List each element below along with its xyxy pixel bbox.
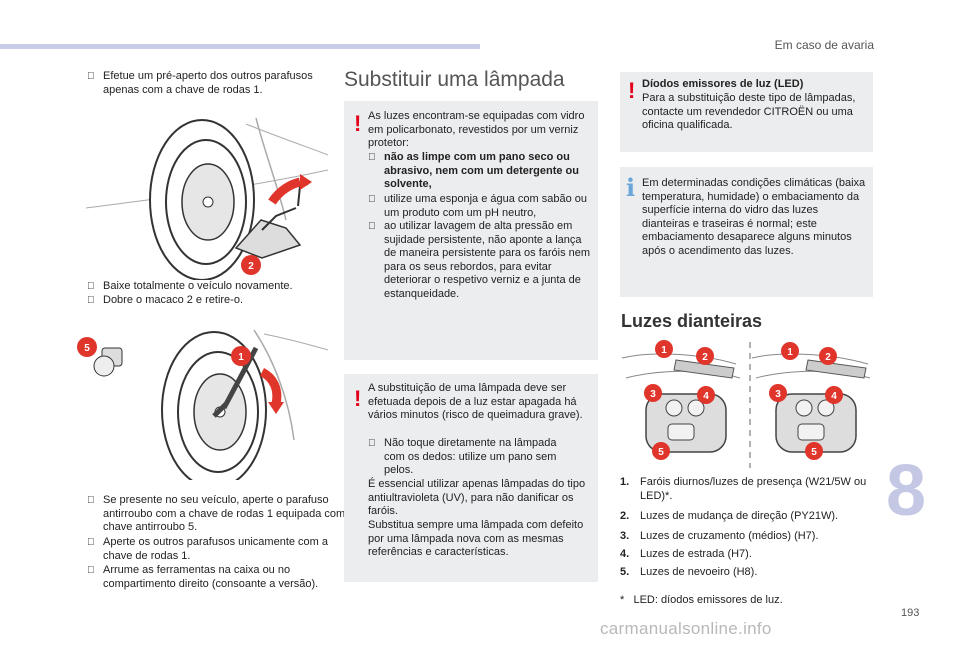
svg-text:5: 5: [84, 343, 90, 354]
warning-icon: !: [354, 386, 362, 411]
bullet-icon: : [368, 220, 376, 234]
instruction-item:  Baixe totalmente o veículo novamente.: [87, 280, 343, 294]
warning-item:  Não toque diretamente na lâmpada com o…: [368, 437, 580, 478]
svg-text:5: 5: [658, 447, 664, 458]
callout-badge: 1: [781, 342, 799, 360]
instruction-item:  Efetue um pré-aperto dos outros parafu…: [87, 70, 343, 97]
callout-badge: 3: [644, 384, 662, 402]
warning-paragraph: É essencial utilizar apenas lâmpadas do …: [368, 478, 586, 517]
list-item: 3. Luzes de cruzamento (médios) (H7).: [620, 530, 819, 542]
info-paragraph: Em determinadas condições climáticas (ba…: [642, 177, 866, 257]
page-number: 193: [901, 607, 920, 619]
bullet-icon: : [87, 564, 95, 578]
instruction-item:  Dobre o macaco 2 e retire-o.: [87, 294, 343, 308]
warning-paragraph: A substituição de uma lâmpada deve ser e…: [368, 382, 583, 421]
list-item: 1. Faróis diurnos/luzes de presença (W21…: [620, 476, 867, 502]
list-item: 4. Luzes de estrada (H7).: [620, 548, 752, 560]
callout-badge: 5: [652, 442, 670, 460]
section-title: Substituir uma lâmpada: [344, 68, 565, 91]
chapter-number: 8: [886, 451, 927, 531]
svg-text:2: 2: [825, 352, 831, 363]
warning-title: Díodos emissores de luz (LED): [642, 78, 804, 90]
svg-text:3: 3: [650, 389, 656, 400]
list-item: 2. Luzes de mudança de direção (PY21W).: [620, 510, 839, 522]
subsection-title: Luzes dianteiras: [621, 311, 763, 331]
bullet-icon: : [87, 280, 95, 294]
callout-badge: 2: [241, 255, 261, 275]
bullet-icon: : [87, 494, 95, 508]
footnote: * LED: díodos emissores de luz.: [620, 594, 783, 606]
watermark: carmanualsonline.info: [600, 619, 772, 638]
callout-badge: 4: [697, 386, 715, 404]
callout-badge: 1: [231, 346, 251, 366]
svg-text:2: 2: [702, 352, 708, 363]
warning-icon: !: [354, 111, 362, 136]
svg-text:5: 5: [811, 447, 817, 458]
svg-text:1: 1: [661, 345, 667, 356]
warning-intro: As luzes encontram-se equipadas com vidr…: [368, 110, 585, 149]
callout-badge: 2: [696, 347, 714, 365]
warning-item:  utilize uma esponja e água com sabão o…: [368, 193, 594, 220]
instruction-item:  Se presente no seu veículo, aperte o p…: [87, 494, 348, 535]
callout-badge: 1: [655, 340, 673, 358]
svg-text:2: 2: [248, 261, 254, 272]
warning-paragraph: Para a substituição deste tipo de lâmpad…: [642, 92, 856, 131]
warning-item:  ao utilizar lavagem de alta pressão em…: [368, 220, 594, 301]
svg-text:4: 4: [703, 391, 709, 402]
callout-badge: 2: [819, 347, 837, 365]
svg-text:1: 1: [787, 347, 793, 358]
led-warning-box: ! Díodos emissores de luz (LED) Para a s…: [620, 72, 873, 152]
warning-paragraph: Substitua sempre uma lâmpada com defeito…: [368, 519, 584, 558]
warning-icon: !: [628, 78, 636, 103]
bullet-icon: : [87, 536, 95, 550]
wheel-bolt-tightening-illustration: [93, 329, 328, 480]
list-item: 5. Luzes de nevoeiro (H8).: [620, 566, 758, 578]
bullet-icon: : [87, 294, 95, 308]
instruction-item:  Aperte os outros parafusos unicamente …: [87, 536, 348, 563]
bullet-icon: : [368, 151, 376, 165]
bullet-icon: : [87, 70, 95, 84]
warning-box: ! As luzes encontram-se equipadas com vi…: [344, 101, 598, 360]
instruction-item:  Arrume as ferramentas na caixa ou no c…: [87, 564, 348, 591]
callout-badge: 5: [77, 337, 97, 357]
callout-badge: 3: [769, 384, 787, 402]
chapter-header-title: Em caso de avaria: [774, 38, 874, 52]
jack-lowering-illustration: [86, 117, 328, 280]
callout-badge: 4: [825, 386, 843, 404]
headlamp-diagram: 1 2 3 4 5 1 2 3 4 5: [621, 340, 871, 468]
bullet-icon: : [368, 193, 376, 207]
headlamp-right: [751, 353, 871, 453]
bullet-icon: : [368, 437, 376, 451]
info-icon: i: [626, 173, 636, 202]
warning-box: ! A substituição de uma lâmpada deve ser…: [344, 374, 598, 582]
headlamp-left: [621, 353, 741, 453]
svg-text:3: 3: [775, 389, 781, 400]
warning-item:  não as limpe com um pano seco ou abras…: [368, 151, 594, 192]
info-box: i Em determinadas condições climáticas (…: [620, 167, 873, 297]
svg-text:1: 1: [238, 352, 244, 363]
svg-text:4: 4: [831, 391, 837, 402]
header-accent-bar: [0, 44, 480, 49]
callout-badge: 5: [805, 442, 823, 460]
